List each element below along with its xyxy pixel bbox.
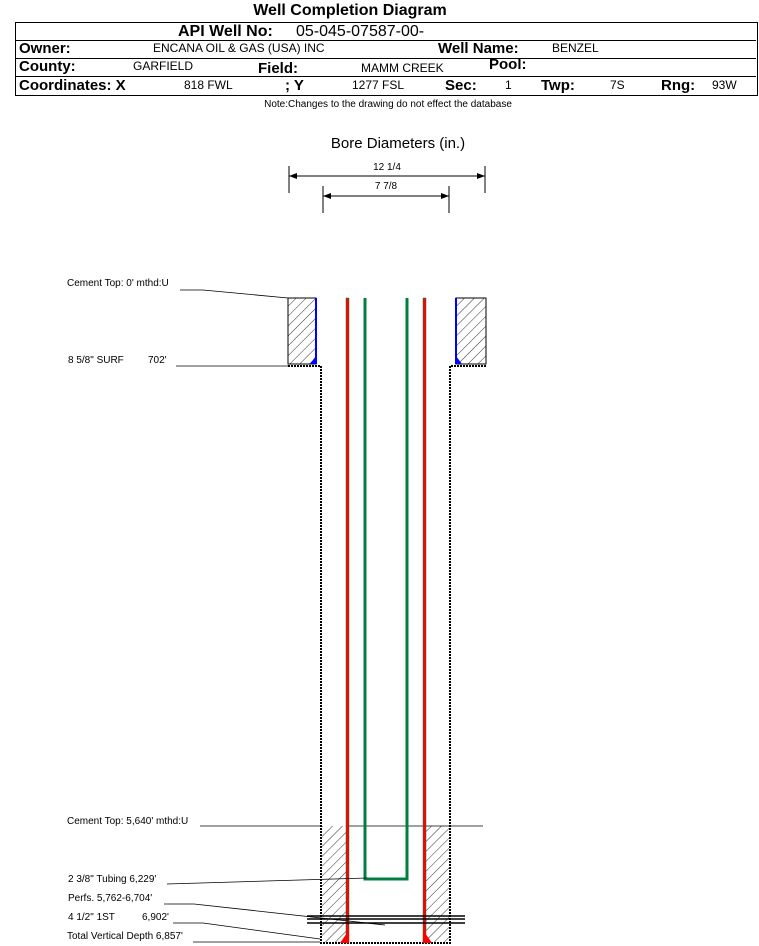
twp-value: 7S bbox=[610, 78, 625, 92]
production-casing-right bbox=[422, 297, 427, 944]
open-hole bbox=[288, 365, 486, 944]
production-casing-label: 4 1/2" 1ST bbox=[68, 912, 115, 923]
bore-title: Bore Diameters (in.) bbox=[331, 135, 465, 152]
row-divider bbox=[15, 76, 756, 77]
bore-inner-dimension: 7 7/8 bbox=[322, 181, 450, 213]
county-label: County: bbox=[19, 58, 76, 75]
surface-casing-depth: 702' bbox=[148, 355, 167, 366]
bore-outer-label: 12 1/4 bbox=[373, 162, 401, 173]
tvd-label: Total Vertical Depth 6,857' bbox=[67, 931, 183, 942]
twp-label: Twp: bbox=[541, 77, 575, 94]
field-value: MAMM CREEK bbox=[361, 61, 444, 75]
pool-label: Pool: bbox=[489, 56, 527, 73]
page-title: Well Completion Diagram bbox=[253, 2, 447, 19]
row-divider bbox=[15, 58, 756, 59]
cement-top-production-label: Cement Top: 5,640' mthd:U bbox=[67, 816, 188, 827]
surface-cement-right bbox=[455, 297, 487, 365]
rng-label: Rng: bbox=[661, 77, 696, 94]
production-casing-left bbox=[345, 297, 350, 944]
production-cement-left bbox=[322, 826, 346, 942]
bore-outer-dimension: 12 1/4 bbox=[288, 162, 486, 193]
cement-top-surface-label: Cement Top: 0' mthd:U bbox=[67, 278, 169, 289]
production-casing-depth: 6,902' bbox=[142, 912, 169, 923]
owner-value: ENCANA OIL & GAS (USA) INC bbox=[153, 41, 325, 55]
well-name-label: Well Name: bbox=[438, 40, 519, 57]
coord-y-label: ; Y bbox=[285, 77, 304, 94]
coord-x-label: Coordinates: X bbox=[19, 77, 126, 94]
row-divider bbox=[15, 40, 756, 41]
county-value: GARFIELD bbox=[133, 59, 194, 73]
field-label: Field: bbox=[258, 60, 298, 77]
surface-cement-left bbox=[287, 297, 317, 365]
perfs-label: Perfs. 5,762-6,704' bbox=[68, 893, 152, 904]
owner-label: Owner: bbox=[19, 40, 71, 57]
well-name-value: BENZEL bbox=[552, 41, 599, 55]
tubing bbox=[363, 298, 409, 881]
production-cement-right bbox=[426, 826, 449, 942]
sec-value: 1 bbox=[505, 78, 512, 92]
header-table bbox=[15, 22, 758, 96]
api-value: 05-045-07587-00- bbox=[296, 23, 425, 40]
coord-x-value: 818 FWL bbox=[184, 78, 233, 92]
api-label: API Well No: bbox=[178, 23, 273, 40]
bore-inner-label: 7 7/8 bbox=[375, 181, 398, 192]
coord-y-value: 1277 FSL bbox=[352, 78, 405, 92]
sec-label: Sec: bbox=[445, 77, 477, 94]
tubing-label: 2 3/8" Tubing 6,229' bbox=[68, 874, 156, 885]
note: Note:Changes to the drawing do not effec… bbox=[264, 99, 512, 110]
rng-value: 93W bbox=[712, 78, 737, 92]
surface-casing-label: 8 5/8" SURF bbox=[68, 355, 124, 366]
